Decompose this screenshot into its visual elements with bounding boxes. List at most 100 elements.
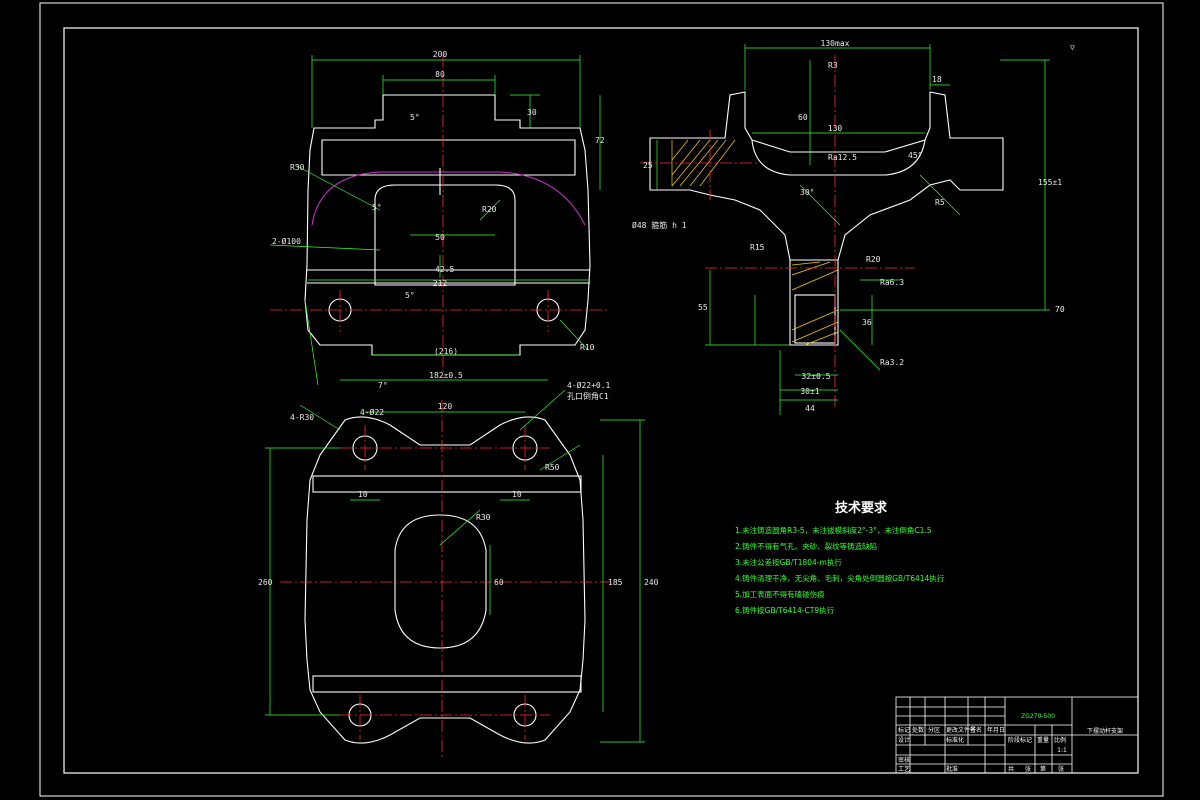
outer-border bbox=[39, 2, 1164, 797]
dim-side-tol-note: Ø48 箍筋 h 1 bbox=[632, 220, 687, 230]
tb-cell-1: 处数 bbox=[912, 726, 924, 734]
top-view-dim-text: 200 80 30 72 50 42.5 212 (216) 182±0.5 5… bbox=[272, 50, 605, 390]
dim-side-inner-h: 60 bbox=[798, 113, 808, 122]
dim-hole-center: (216) bbox=[434, 347, 458, 356]
front-view-dimensions bbox=[265, 389, 645, 743]
top-view-dimensions bbox=[269, 55, 601, 386]
dim-front-chamfer2: 孔口倒角C1 bbox=[567, 391, 609, 401]
dim-front-height-total: 240 bbox=[644, 578, 659, 587]
title-part-name: 下摆动杆支架 bbox=[1087, 727, 1123, 735]
dim-side-r5: R5 bbox=[935, 198, 945, 207]
tb-cell-10: 比例 bbox=[1054, 736, 1066, 744]
dim-radius-inner: R20 bbox=[482, 205, 497, 214]
tb-cell-0: 标记 bbox=[898, 726, 910, 734]
tb-cell-15: 张 bbox=[1025, 765, 1031, 773]
tb-cell-8: 阶段标记 bbox=[1008, 736, 1032, 744]
tb-cell-9: 重量 bbox=[1037, 736, 1049, 744]
dim-side-bore: 36 bbox=[862, 318, 872, 327]
title-block-text: ZG270-500 下摆动杆支架 1:1 标记 处数 分区 更改文件号 签名 年… bbox=[898, 713, 1123, 773]
note-line-4: 4.铸件清理干净，无尖角、毛刺，尖角处倒圆按GB/T6414执行 bbox=[735, 573, 945, 583]
dim-front-right-ten: 10 bbox=[512, 490, 522, 499]
note-line-2: 2.铸件不得有气孔、夹砂、裂纹等铸造缺陷 bbox=[735, 541, 877, 551]
front-view-outline bbox=[304, 416, 586, 744]
dim-side-hub-w: 32±0.5 bbox=[802, 372, 831, 381]
tb-cell-7: 标准化 bbox=[946, 736, 964, 744]
tb-cell-13: 批准 bbox=[946, 765, 958, 773]
dim-side-rough1: Ra12.5 bbox=[828, 153, 857, 162]
dim-angle-top: 5° bbox=[410, 113, 420, 122]
note-line-5: 5.加工表面不得有磕碰伤痕 bbox=[735, 589, 825, 599]
front-view-dim-text: 120 4-Ø22 4-R30 4-Ø22+0.1 孔口倒角C1 10 10 R… bbox=[258, 380, 659, 587]
side-view-dimensions bbox=[656, 44, 1050, 415]
title-scale: 1:1 bbox=[1057, 747, 1067, 754]
dim-boss-width: 80 bbox=[435, 70, 445, 79]
tb-cell-6: 设计 bbox=[898, 736, 910, 744]
dim-angle-bottom: 7° bbox=[378, 381, 388, 390]
side-view bbox=[649, 91, 1004, 346]
dim-side-flange-h: 25 bbox=[643, 161, 653, 170]
dim-side-overall-h: 155±1 bbox=[1038, 178, 1062, 187]
dim-side-hub-total: 30±1 bbox=[800, 387, 819, 396]
dim-side-rough2: Ra6.3 bbox=[880, 278, 904, 287]
dim-side-angle30: 30° bbox=[800, 188, 814, 197]
dim-front-radius-note: 4-R30 bbox=[290, 413, 314, 422]
dim-angle-mid: 5° bbox=[372, 203, 382, 212]
front-view-center-slot bbox=[394, 514, 487, 649]
tb-cell-3: 更改文件号 bbox=[946, 726, 976, 734]
dim-overall-width: 200 bbox=[433, 50, 448, 59]
dim-front-radius-corner: R50 bbox=[545, 463, 560, 472]
notes-title: 技术要求 bbox=[835, 500, 888, 516]
front-view-top-rib bbox=[312, 475, 582, 493]
dim-side-r20: R20 bbox=[866, 255, 881, 264]
tb-cell-16: 第 bbox=[1040, 765, 1046, 773]
tb-cell-12: 工艺 bbox=[898, 765, 910, 773]
note-line-1: 1.未注铸造圆角R3-5，未注拔模斜度2°-3°，未注倒角C1.5 bbox=[735, 525, 932, 535]
tb-cell-14: 共 bbox=[1008, 765, 1014, 773]
dim-body-height: 72 bbox=[595, 136, 605, 145]
dim-side-height-top: 18 bbox=[932, 75, 942, 84]
dim-front-chamfer: 4-Ø22+0.1 bbox=[567, 380, 611, 390]
dim-front-top-span: 120 bbox=[438, 402, 453, 411]
dim-angle-low: 5° bbox=[405, 291, 415, 300]
tb-cell-11: 审核 bbox=[898, 756, 910, 764]
title-block bbox=[895, 696, 1139, 774]
dim-side-fillet: R15 bbox=[750, 243, 765, 252]
dim-side-left-h: 55 bbox=[698, 303, 708, 312]
dim-side-radius-top: R3 bbox=[828, 61, 838, 70]
top-view-centerlines bbox=[270, 55, 610, 378]
dim-side-hub-h: 70 bbox=[1055, 305, 1065, 314]
note-line-6: 6.铸件按GB/T6414-CT9执行 bbox=[735, 605, 835, 615]
inner-border bbox=[63, 27, 1139, 774]
dim-radius-corner: R10 bbox=[580, 343, 595, 352]
roughness-mark: ▽ bbox=[1070, 43, 1075, 52]
dim-holes-note: 2-Ø100 bbox=[272, 236, 301, 246]
tb-cell-17: 张 bbox=[1058, 765, 1064, 773]
dim-front-height-left: 260 bbox=[258, 578, 273, 587]
tb-cell-5: 年月日 bbox=[987, 726, 1005, 734]
note-line-3: 3.未注公差按GB/T1804-m执行 bbox=[735, 557, 842, 567]
dim-base-width: 212 bbox=[433, 279, 448, 288]
dim-center-width: 50 bbox=[435, 233, 445, 242]
front-view-bottom-rib bbox=[312, 675, 582, 693]
dim-front-height-mid: 185 bbox=[608, 578, 623, 587]
dim-side-angle45: 45° bbox=[908, 151, 922, 160]
top-view-inner-slab bbox=[321, 139, 576, 176]
dim-front-slot-len: 60 bbox=[494, 578, 504, 587]
dim-side-rough3: Ra3.2 bbox=[880, 358, 904, 367]
dim-front-hole-note: 4-Ø22 bbox=[360, 407, 384, 417]
dim-bottom-span: 182±0.5 bbox=[429, 371, 463, 380]
dim-front-slot-radius: R30 bbox=[476, 513, 491, 522]
tb-cell-2: 分区 bbox=[928, 726, 940, 734]
dim-side-top-span: 130max bbox=[821, 39, 850, 48]
dim-slot-gap: 42.5 bbox=[435, 265, 454, 274]
dim-radius-left: R30 bbox=[290, 163, 305, 172]
dim-side-inner-span: 130 bbox=[828, 124, 843, 133]
top-view-fork-slot bbox=[374, 184, 516, 286]
technical-requirements: 技术要求 1.未注铸造圆角R3-5，未注拔模斜度2°-3°，未注倒角C1.5 2… bbox=[735, 500, 945, 615]
side-view-inner-cup bbox=[751, 139, 926, 176]
tb-cell-4: 签名 bbox=[970, 726, 982, 734]
side-view-hub bbox=[789, 260, 839, 346]
dim-side-bottom-w: 44 bbox=[805, 404, 815, 413]
dim-boss-height: 30 bbox=[527, 108, 537, 117]
